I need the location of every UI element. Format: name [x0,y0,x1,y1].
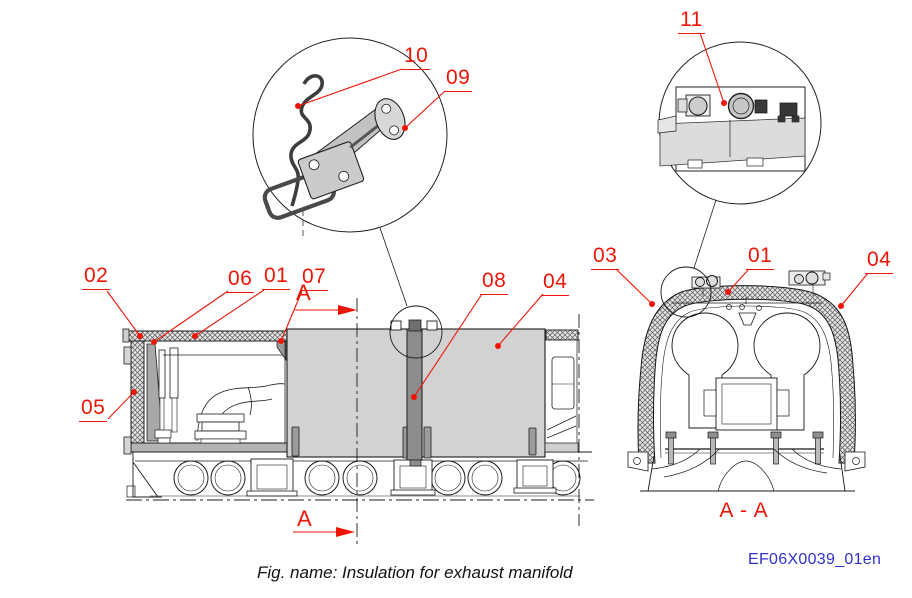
section-view [627,266,866,492]
detail-bubble-clamp-topview [657,41,822,269]
leader-dots [131,100,844,400]
document-code: EF06X0039_01en [748,551,882,568]
callout-03: 03 [591,244,620,271]
section-arrow-bottom [293,527,355,537]
detail-bubble-fasteners [252,37,448,237]
engine-mounts [246,458,557,497]
latch-hook [426,320,438,331]
callout-11: 11 [678,8,705,35]
callout-02: 02 [82,264,111,291]
detail-connector-line [379,227,408,307]
callout-09: 09 [444,66,473,93]
base-bolts [665,431,824,465]
callout-01-section: 01 [746,244,775,271]
section-view-title: A - A [719,499,769,522]
clamp-knob-left [688,96,708,116]
section-arrow-top [295,305,357,315]
callout-04-section: 04 [865,248,894,275]
section-arrow-label-top: A [296,280,311,305]
leader-lines [106,32,869,420]
latch-hook [390,320,402,331]
figure-caption: Fig. name: Insulation for exhaust manifo… [257,563,573,582]
detail-marker-circle-main [389,305,443,359]
main-side-view [122,227,594,544]
callout-06: 06 [226,267,255,294]
right-end-section [544,314,580,526]
clamp-knob-center [727,92,755,120]
callout-07: 07 [300,265,329,292]
insulation-box [122,328,294,455]
detail-connector-line [693,199,717,269]
detail-marker-circle-section [660,266,712,318]
latch-body [297,141,365,200]
engine-block [126,451,594,501]
callout-overlay [106,32,869,537]
callout-04-main: 04 [541,270,570,297]
callout-01-main: 01 [262,264,291,291]
clamp-block-right [779,102,798,117]
callout-05: 05 [79,396,108,423]
section-arrow-label-bottom: A [297,506,312,531]
toggle-latch-drawing [262,98,406,220]
flange-stack [194,413,247,444]
section-base [627,431,866,492]
callout-08: 08 [480,269,509,296]
callout-10: 10 [402,44,431,71]
top-insulation-strip [126,330,288,342]
